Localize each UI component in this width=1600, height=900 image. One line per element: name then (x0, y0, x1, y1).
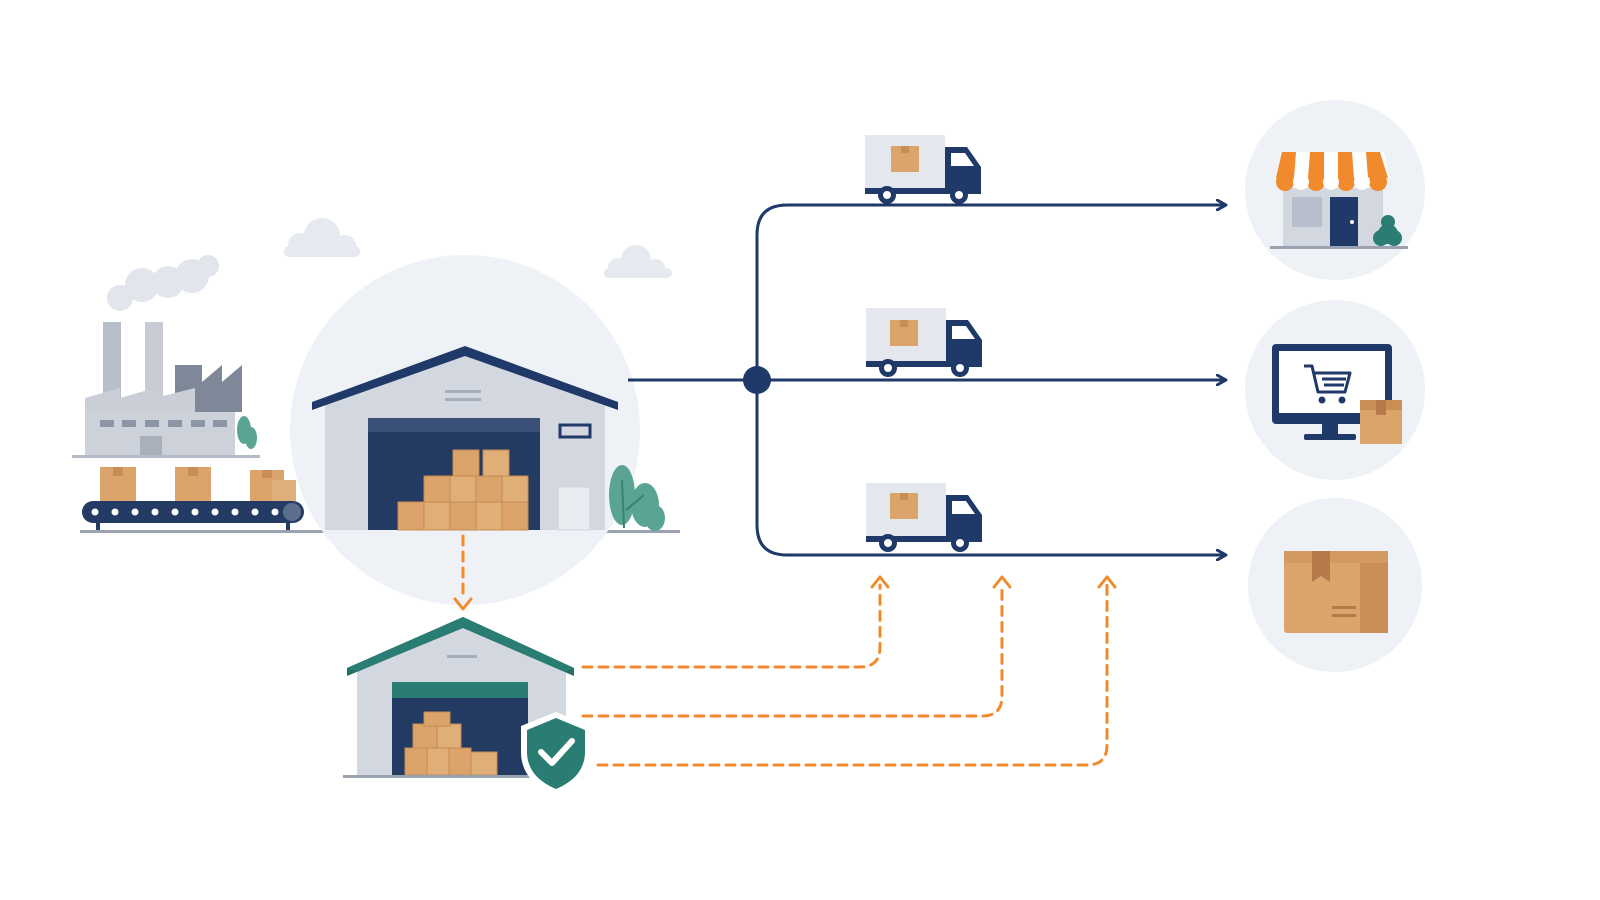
parcel-box-icon (1248, 498, 1422, 672)
online-shop-monitor-icon (1245, 300, 1425, 480)
backup-route-3 (596, 583, 1109, 767)
cardboard-box-icon (100, 467, 136, 501)
cardboard-box-icon (1360, 400, 1402, 444)
cardboard-box-icon (175, 467, 211, 501)
shield-check-icon (521, 712, 591, 796)
route-line-bottom (755, 380, 1225, 555)
cloud-icon (604, 245, 672, 278)
storefront-icon (1245, 100, 1425, 280)
distribution-routes (628, 205, 1225, 555)
cloud-icon (284, 218, 360, 257)
backup-arrowheads (453, 575, 1117, 611)
shopping-cart-icon (1304, 364, 1352, 394)
factory-icon (72, 255, 260, 458)
distribution-hub-node (743, 366, 771, 394)
cardboard-box-stack-icon (397, 449, 529, 531)
backup-route-1 (581, 583, 882, 669)
backup-routes (461, 534, 1109, 767)
backup-route-2 (581, 583, 1004, 718)
delivery-truck-icon (865, 135, 981, 204)
route-line-top (755, 205, 1225, 380)
secure-warehouse-icon (343, 617, 591, 796)
delivery-truck-icon (866, 483, 982, 552)
cardboard-box-icon (250, 470, 296, 501)
delivery-truck-icon (866, 308, 982, 377)
plant-icon (609, 465, 665, 531)
warehouse-icon (290, 255, 665, 605)
